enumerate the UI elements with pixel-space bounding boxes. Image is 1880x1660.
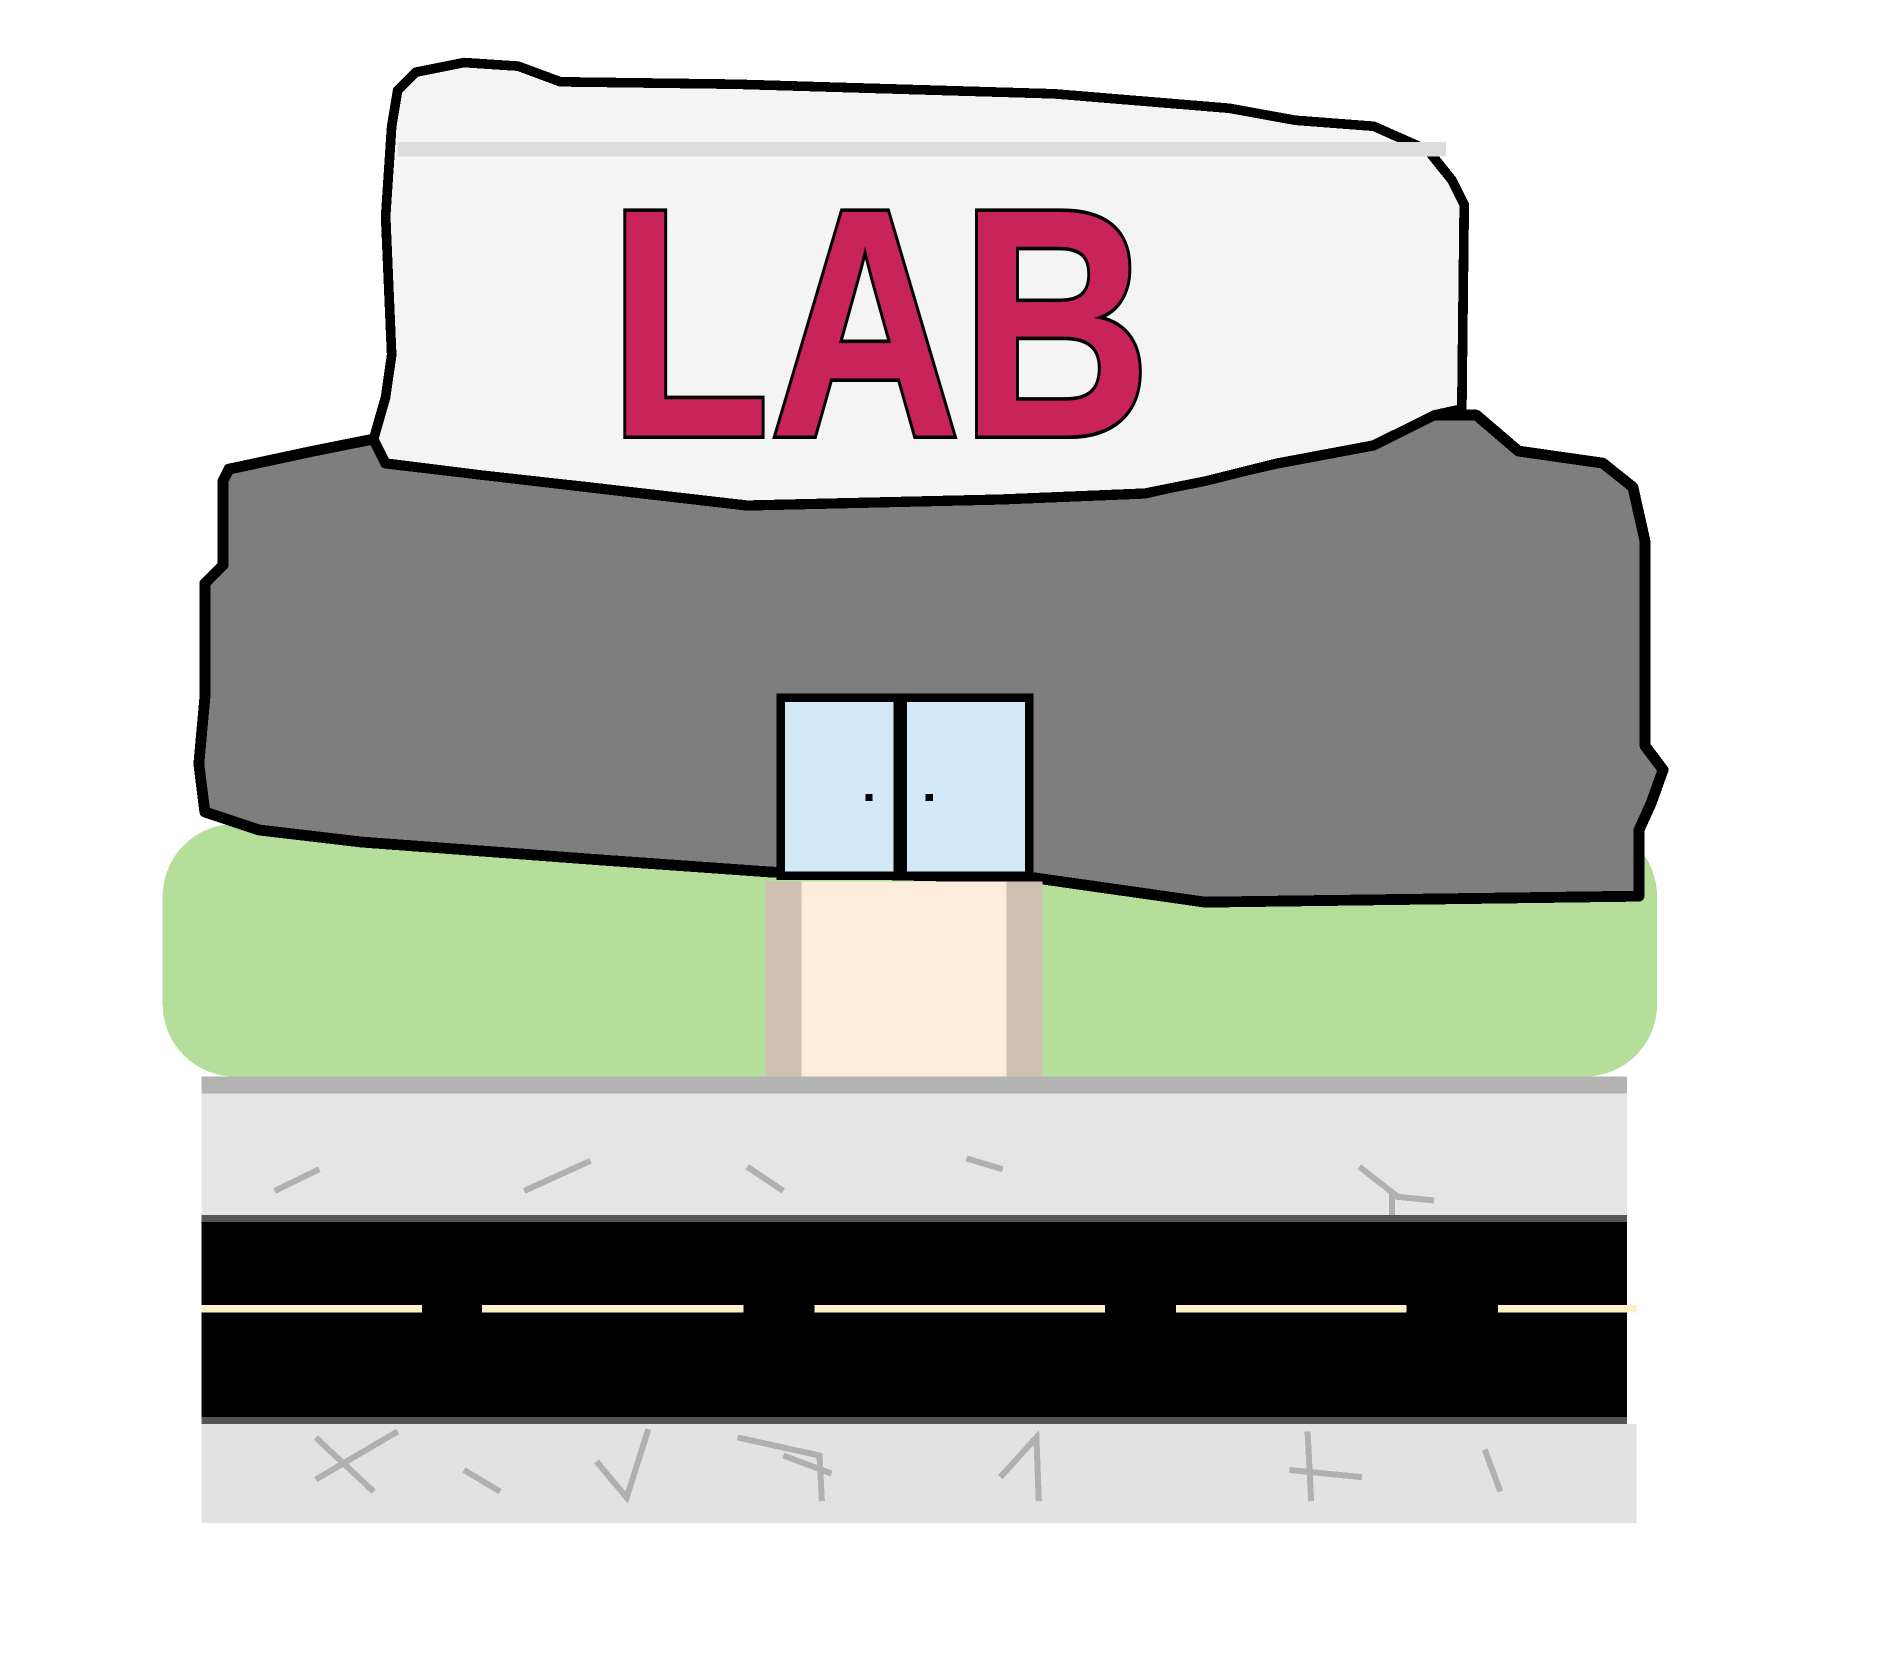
lab-sign: [368, 57, 1470, 511]
entrance-doors: [776, 693, 1034, 880]
lane-dash: [1497, 1305, 1637, 1313]
sign-lettering-lab: LAB: [609, 142, 1151, 505]
lane-markings: [201, 1305, 1637, 1313]
lane-dash: [814, 1305, 1106, 1313]
lower-sidewalk-cracks: [313, 1428, 1504, 1504]
curb: [201, 1076, 1627, 1094]
road-edge-top: [201, 1214, 1627, 1223]
sidewalk-cracks: [273, 1155, 1435, 1215]
left-door: [776, 693, 903, 880]
entrance-path-center: [801, 881, 1007, 1077]
right-door: [898, 693, 1034, 880]
sign-shade: [397, 141, 1447, 157]
lower-sidewalk: [201, 1424, 1637, 1523]
lane-dash: [482, 1305, 744, 1313]
road-edge-bottom: [201, 1417, 1627, 1425]
road: [201, 1217, 1627, 1422]
lane-dash: [1176, 1305, 1407, 1313]
lane-dash: [201, 1305, 422, 1313]
right-door-handle: [925, 793, 933, 802]
left-door-handle: [865, 793, 873, 802]
